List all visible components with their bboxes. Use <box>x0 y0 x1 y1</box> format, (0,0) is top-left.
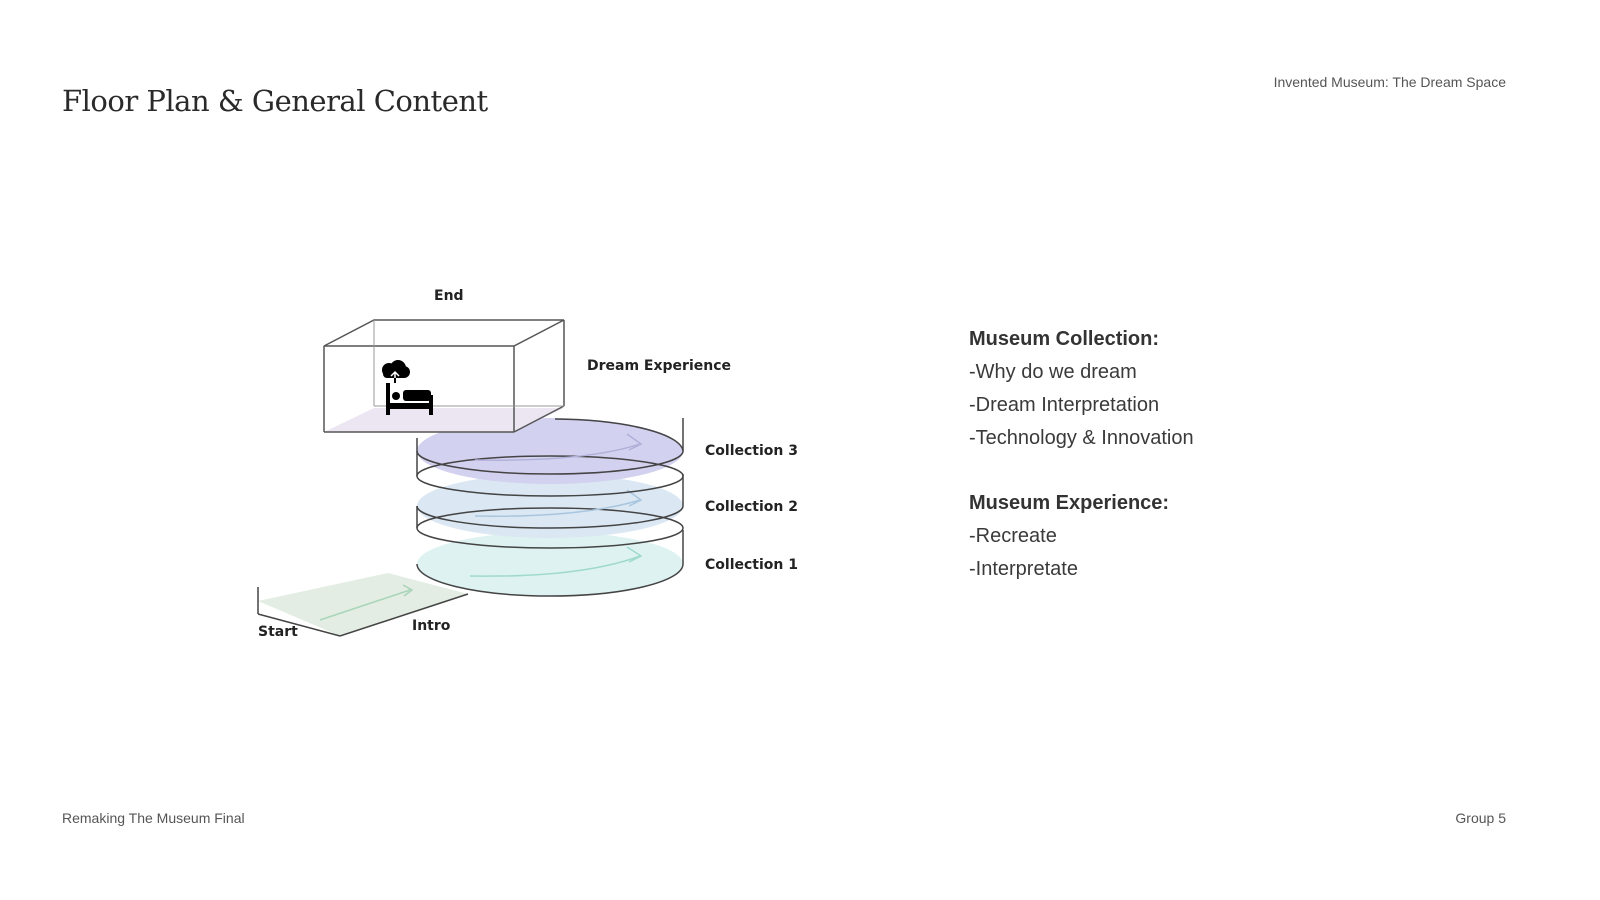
collection-1-level <box>416 530 684 597</box>
footer-left-text: Remaking The Museum Final <box>62 810 245 826</box>
intro-arrow-icon <box>402 584 414 597</box>
bed-icon <box>386 383 433 415</box>
slide-title: Floor Plan & General Content <box>62 84 488 118</box>
label-start: Start <box>258 624 298 640</box>
experience-item: -Recreate <box>969 525 1057 547</box>
collection-item: -Why do we dream <box>969 361 1137 383</box>
content-panel: Museum Collection: -Why do we dream -Dre… <box>969 323 1194 586</box>
header-right-text: Invented Museum: The Dream Space <box>1273 74 1506 90</box>
label-collection-1: Collection 1 <box>705 557 798 573</box>
intro-ramp <box>257 573 469 637</box>
collection-3-arrow-icon <box>626 433 643 451</box>
label-intro: Intro <box>412 618 451 634</box>
label-collection-3: Collection 3 <box>705 443 798 459</box>
collection-2-arrow-icon <box>626 489 643 507</box>
experience-item: -Interpretate <box>969 558 1078 580</box>
museum-experience-heading: Museum Experience: <box>969 492 1170 514</box>
museum-collection-heading: Museum Collection: <box>969 328 1160 350</box>
dream-experience-box <box>323 319 565 433</box>
footer-right-text: Group 5 <box>1455 810 1506 826</box>
collection-3-level <box>416 418 684 497</box>
cloud-upload-icon <box>382 360 410 383</box>
label-dream-experience: Dream Experience <box>587 358 731 374</box>
label-collection-2: Collection 2 <box>705 499 798 515</box>
label-end: End <box>434 288 464 304</box>
collection-item: -Dream Interpretation <box>969 394 1160 416</box>
collection-1-arrow-icon <box>626 546 643 563</box>
collection-2-level <box>416 474 684 549</box>
collection-item: -Technology & Innovation <box>969 427 1194 449</box>
